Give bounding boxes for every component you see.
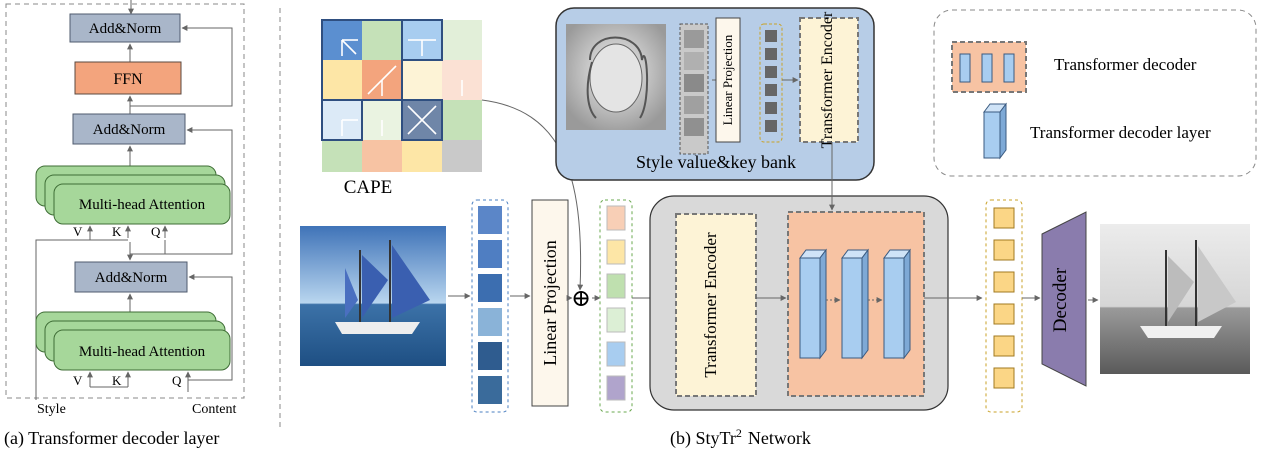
caption-b-superscript: 2 — [736, 426, 742, 440]
output-tokens — [985, 199, 1023, 413]
style-linear-projection-label: Linear Projection — [720, 34, 735, 125]
add-operator-icon: ⊕ — [571, 286, 591, 312]
q-label-top: Q — [151, 224, 161, 239]
decoder-label: Decoder — [1050, 267, 1071, 332]
add-norm-label-top: Add&Norm — [89, 21, 162, 37]
content-input-label: Content — [192, 402, 236, 417]
decoder-layer-panel: Add&Norm FFN Add&Norm Multi-head Attenti… — [4, 0, 245, 449]
caption-b-prefix: (b) StyTr — [670, 428, 736, 449]
add-norm-box-bottom — [74, 261, 188, 293]
caption-b: (b) StyTr2 Network — [670, 426, 811, 449]
decoder-layer-dashed-border — [5, 3, 245, 399]
caption-a: (a) Transformer decoder layer — [4, 428, 219, 449]
ffn-box — [74, 61, 182, 95]
output-stylized-image — [1100, 224, 1250, 374]
linear-projection-label: Linear Projection — [540, 240, 560, 365]
decoder-layer-block-1 — [799, 248, 827, 360]
legend: Transformer decoder Transformer decoder … — [933, 9, 1257, 177]
attention-box-top — [53, 183, 231, 225]
k-label-bottom: K — [112, 373, 122, 388]
style-encoder-label: Transformer Encoder — [819, 11, 836, 148]
attention-box-bottom — [53, 329, 231, 371]
k-label-top: K — [112, 224, 122, 239]
decoder-layer-block-2 — [841, 248, 869, 360]
linear-projection-box — [531, 199, 569, 407]
add-norm-label-middle: Add&Norm — [93, 122, 166, 138]
legend-decoder-label: Transformer decoder — [1054, 55, 1197, 74]
content-image-boat — [300, 226, 446, 366]
embedded-tokens — [599, 199, 633, 413]
content-encoder-label: Transformer Encoder — [701, 232, 720, 378]
network-block: Transformer Encoder — [649, 195, 949, 411]
style-input-label: Style — [37, 402, 66, 417]
decoder-layer-block-3 — [883, 248, 911, 360]
add-norm-label-bottom: Add&Norm — [95, 270, 168, 286]
v-label-bottom: V — [73, 373, 83, 388]
q-label-bottom: Q — [172, 373, 182, 388]
cnn-decoder-block — [1041, 211, 1087, 387]
legend-layer-label: Transformer decoder layer — [1030, 123, 1211, 142]
ffn-label: FFN — [113, 71, 143, 88]
attention-label-top: Multi-head Attention — [79, 197, 206, 213]
attention-label-bottom: Multi-head Attention — [79, 344, 206, 360]
style-bank-label: Style value&key bank — [636, 152, 796, 172]
content-patches — [471, 199, 509, 413]
v-label-top: V — [73, 224, 83, 239]
cape-label: CAPE — [344, 177, 393, 198]
add-norm-box-middle — [72, 113, 186, 145]
cape-grid: CAPE — [321, 19, 482, 198]
add-norm-box-top — [69, 13, 181, 43]
caption-b-suffix: Network — [748, 428, 811, 448]
style-bank: Linear Projection Transformer Encoder St… — [555, 7, 875, 181]
legend-layer-swatch — [983, 111, 1001, 159]
